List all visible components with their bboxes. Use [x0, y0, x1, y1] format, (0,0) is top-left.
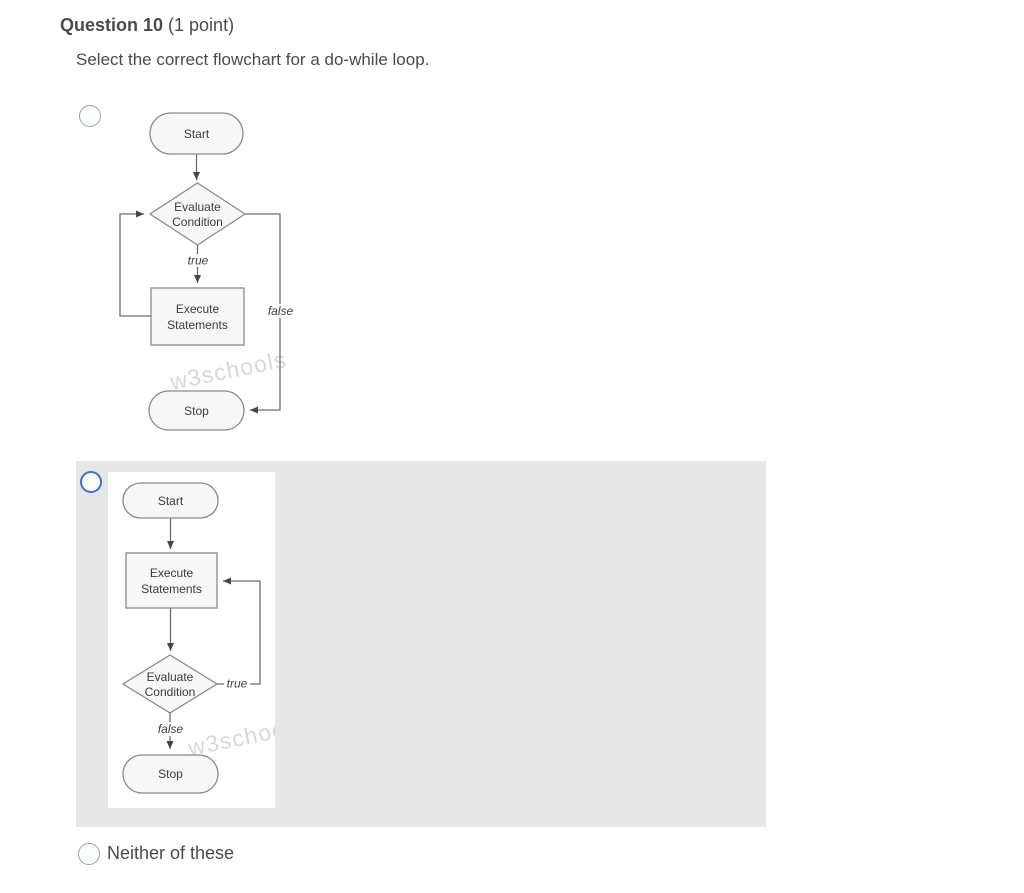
- process-label-line1: Execute: [176, 302, 220, 316]
- watermark-text: w3schools: [185, 712, 275, 761]
- start-node: [122, 482, 219, 519]
- option-c-label[interactable]: Neither of these: [107, 843, 235, 863]
- process-label-line1: Execute: [150, 566, 194, 580]
- decision-node: [121, 654, 219, 714]
- flow-labels-a: Start Evaluate Condition true Execute St…: [167, 127, 293, 418]
- process-label-line2: Statements: [141, 582, 202, 596]
- radio-option-a[interactable]: [79, 105, 101, 127]
- flow-shapes-b: [121, 482, 219, 794]
- flowchart-option-a[interactable]: w3schools Start Evaluate Condition true …: [105, 105, 320, 450]
- stop-node: [148, 390, 245, 431]
- question-prompt: Select the correct flowchart for a do-wh…: [76, 50, 430, 69]
- question-points: (1 point): [168, 15, 235, 35]
- flow-shapes-a: [148, 112, 247, 431]
- start-label: Start: [158, 494, 184, 508]
- flowchart-option-b[interactable]: w3schools Start Execute Statements Evalu…: [108, 472, 275, 808]
- radio-option-c[interactable]: [78, 843, 100, 865]
- flowchart-image-container: w3schools Start Execute Statements Evalu…: [108, 472, 275, 808]
- process-node: [125, 552, 218, 609]
- decision-label-line2: Condition: [145, 685, 196, 699]
- decision-label-line1: Evaluate: [174, 200, 221, 214]
- false-label-bg: [155, 722, 186, 736]
- start-label: Start: [184, 127, 210, 141]
- false-branch-label: false: [158, 722, 184, 736]
- stop-node: [122, 754, 219, 794]
- true-label-bg: [184, 254, 212, 267]
- watermark-text: w3schools: [167, 346, 289, 395]
- start-node: [149, 112, 244, 155]
- decision-label-line2: Condition: [172, 215, 223, 229]
- process-node: [150, 287, 245, 346]
- false-branch-label: false: [268, 304, 294, 318]
- stop-label: Stop: [158, 767, 183, 781]
- loop-back-line: [119, 210, 151, 317]
- flow-labels-b: Start Execute Statements Evaluate Condit…: [141, 494, 248, 781]
- true-branch-label: true: [227, 677, 248, 691]
- stop-label: Stop: [184, 404, 209, 418]
- false-label-bg: [265, 304, 296, 318]
- true-label-bg: [224, 677, 250, 690]
- decision-node: [148, 182, 247, 246]
- question-title: Question 10: [60, 15, 164, 35]
- decision-label-line1: Evaluate: [147, 670, 194, 684]
- process-label-line2: Statements: [167, 318, 228, 332]
- radio-option-b[interactable]: [80, 471, 102, 493]
- true-loop-back-line: [217, 577, 261, 685]
- question-header: Question 10(1 point): [60, 15, 234, 36]
- true-branch-label: true: [188, 254, 209, 268]
